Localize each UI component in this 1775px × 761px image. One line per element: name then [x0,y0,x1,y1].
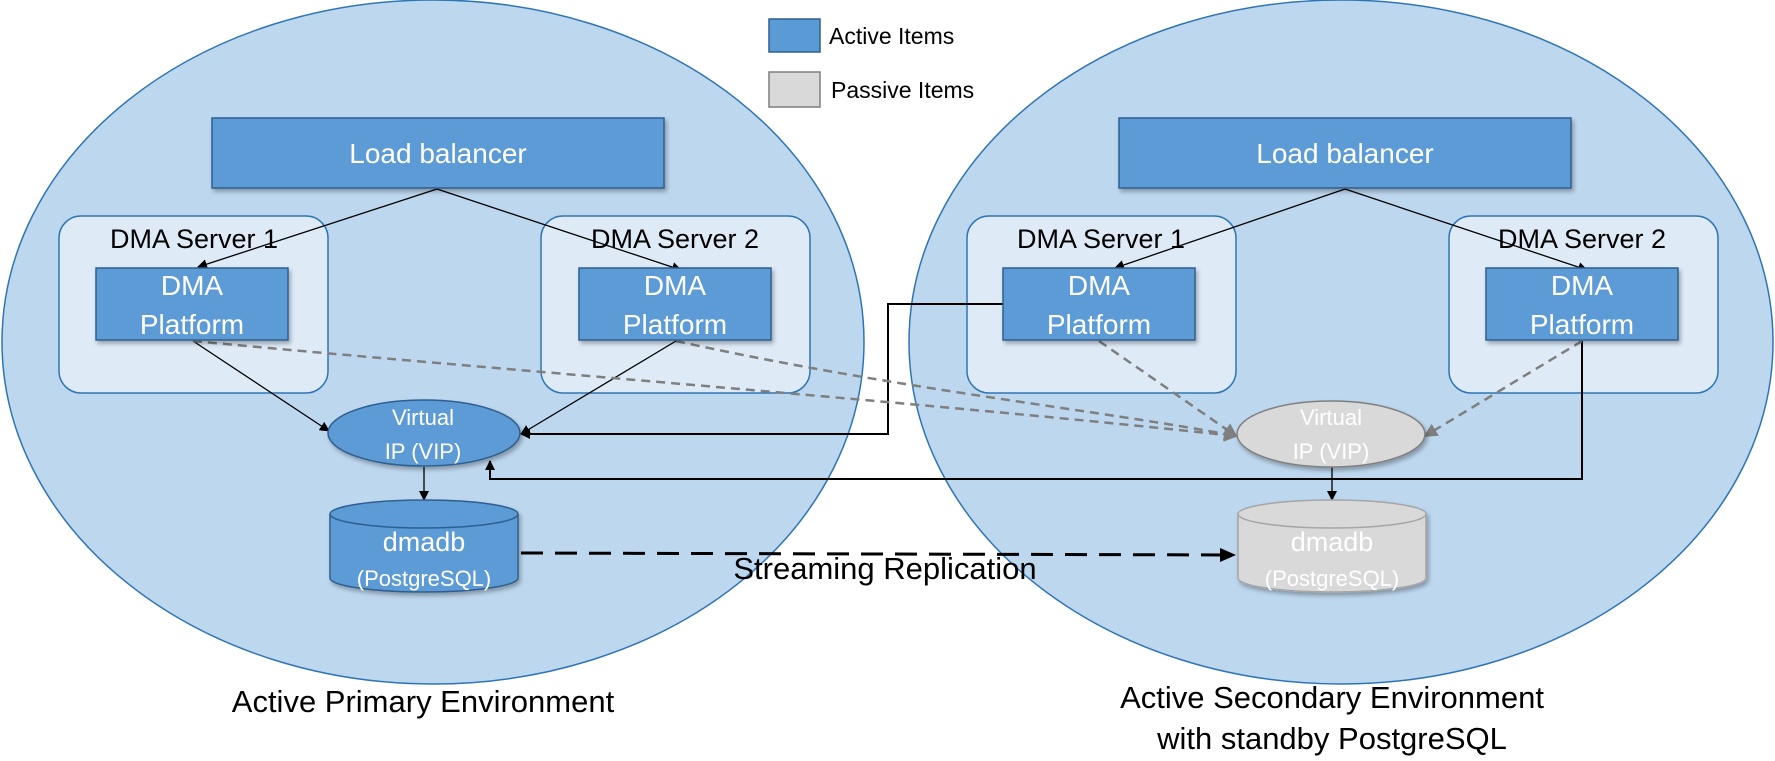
primary-environment-caption: Active Primary Environment [232,684,615,719]
secondary-vip [1236,400,1426,468]
secondary-db-label-line2: (PostgreSQL) [1265,566,1400,591]
primary-server1-title: DMA Server 1 [110,224,278,254]
secondary-platform2-to-primary-vip-connector [485,341,1583,480]
secondary-vip-label-line1: Virtual [1300,405,1362,430]
secondary-platform1-to-passive-vip-dashed [1098,339,1238,438]
secondary-environment-caption-line1: Active Secondary Environment [1120,680,1544,715]
secondary-load-balancer [1118,117,1572,189]
primary-database-cylinder [329,499,519,593]
secondary-db-label-line1: dmadb [1291,527,1374,557]
secondary-server2-title: DMA Server 2 [1498,224,1666,254]
streaming-replication-arrow [520,547,1236,562]
secondary-database-cylinder [1237,499,1427,593]
primary-server2-title: DMA Server 2 [591,224,759,254]
secondary-server2-platform-label-line2: Platform [1530,309,1634,340]
secondary-environment-caption-line2: with standby PostgreSQL [1156,721,1507,756]
secondary-server1-platform-label-line2: Platform [1047,309,1151,340]
secondary-platform2-to-passive-vip-dashed [1423,339,1583,438]
secondary-lb-to-server1-connector [1114,188,1346,270]
secondary-server1-title: DMA Server 1 [1017,224,1185,254]
primary-server2-platform [578,267,772,341]
legend-passive-label: Passive Items [831,77,974,103]
secondary-lb-to-server2-connector [1344,188,1588,272]
legend-active-label: Active Items [829,23,954,49]
primary-load-balancer [211,117,665,189]
primary-server1-platform-label-line1: DMA [161,270,224,301]
secondary-server2-platform-label-line1: DMA [1551,270,1614,301]
secondary-platform1-to-primary-vip-connector [520,303,1004,439]
primary-server1-platform-label-line2: Platform [140,309,244,340]
primary-vip-label-line2: IP (VIP) [385,439,462,464]
legend-active-swatch [768,18,821,53]
secondary-vip-label-line2: IP (VIP) [1293,439,1370,464]
secondary-server1-platform-label-line1: DMA [1068,270,1131,301]
secondary-server1-platform [1002,267,1196,341]
primary-platform2-to-vip-connector [520,340,677,435]
primary-server2-platform-label-line1: DMA [644,270,707,301]
primary-vip [327,399,521,467]
primary-platform1-to-passive-vip-dashed [192,339,1238,442]
primary-db-label-line1: dmadb [383,527,466,557]
primary-db-label-line2: (PostgreSQL) [357,566,492,591]
secondary-load-balancer-label: Load balancer [1256,138,1433,169]
streaming-replication-label: Streaming Replication [733,551,1036,586]
primary-lb-to-server1-connector [197,188,438,269]
primary-server2-platform-label-line2: Platform [623,309,727,340]
primary-lb-to-server2-connector [436,188,682,272]
primary-vip-label-line1: Virtual [392,405,454,430]
primary-platform2-to-passive-vip-dashed [675,339,1238,441]
legend-passive-swatch [768,71,821,108]
primary-server1-platform [95,267,289,341]
primary-platform1-to-vip-connector [192,340,330,432]
primary-load-balancer-label: Load balancer [349,138,526,169]
secondary-server2-platform [1485,267,1679,341]
